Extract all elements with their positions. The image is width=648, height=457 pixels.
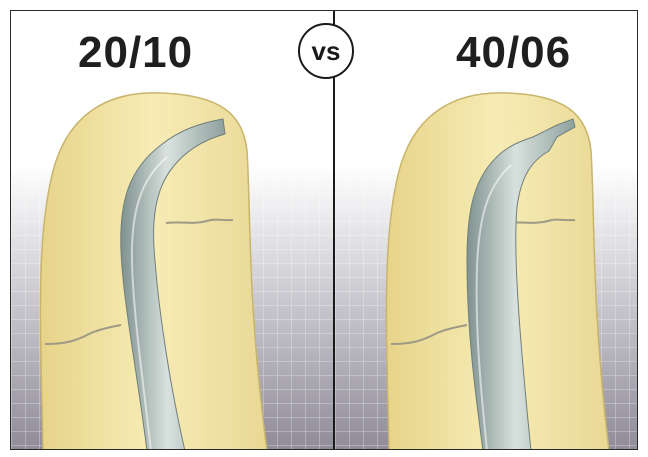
left-file-size-label: 20/10 bbox=[78, 28, 193, 78]
right-file-size-label: 40/06 bbox=[456, 28, 571, 78]
vs-text: vs bbox=[312, 36, 341, 67]
vs-badge: vs bbox=[298, 23, 354, 79]
